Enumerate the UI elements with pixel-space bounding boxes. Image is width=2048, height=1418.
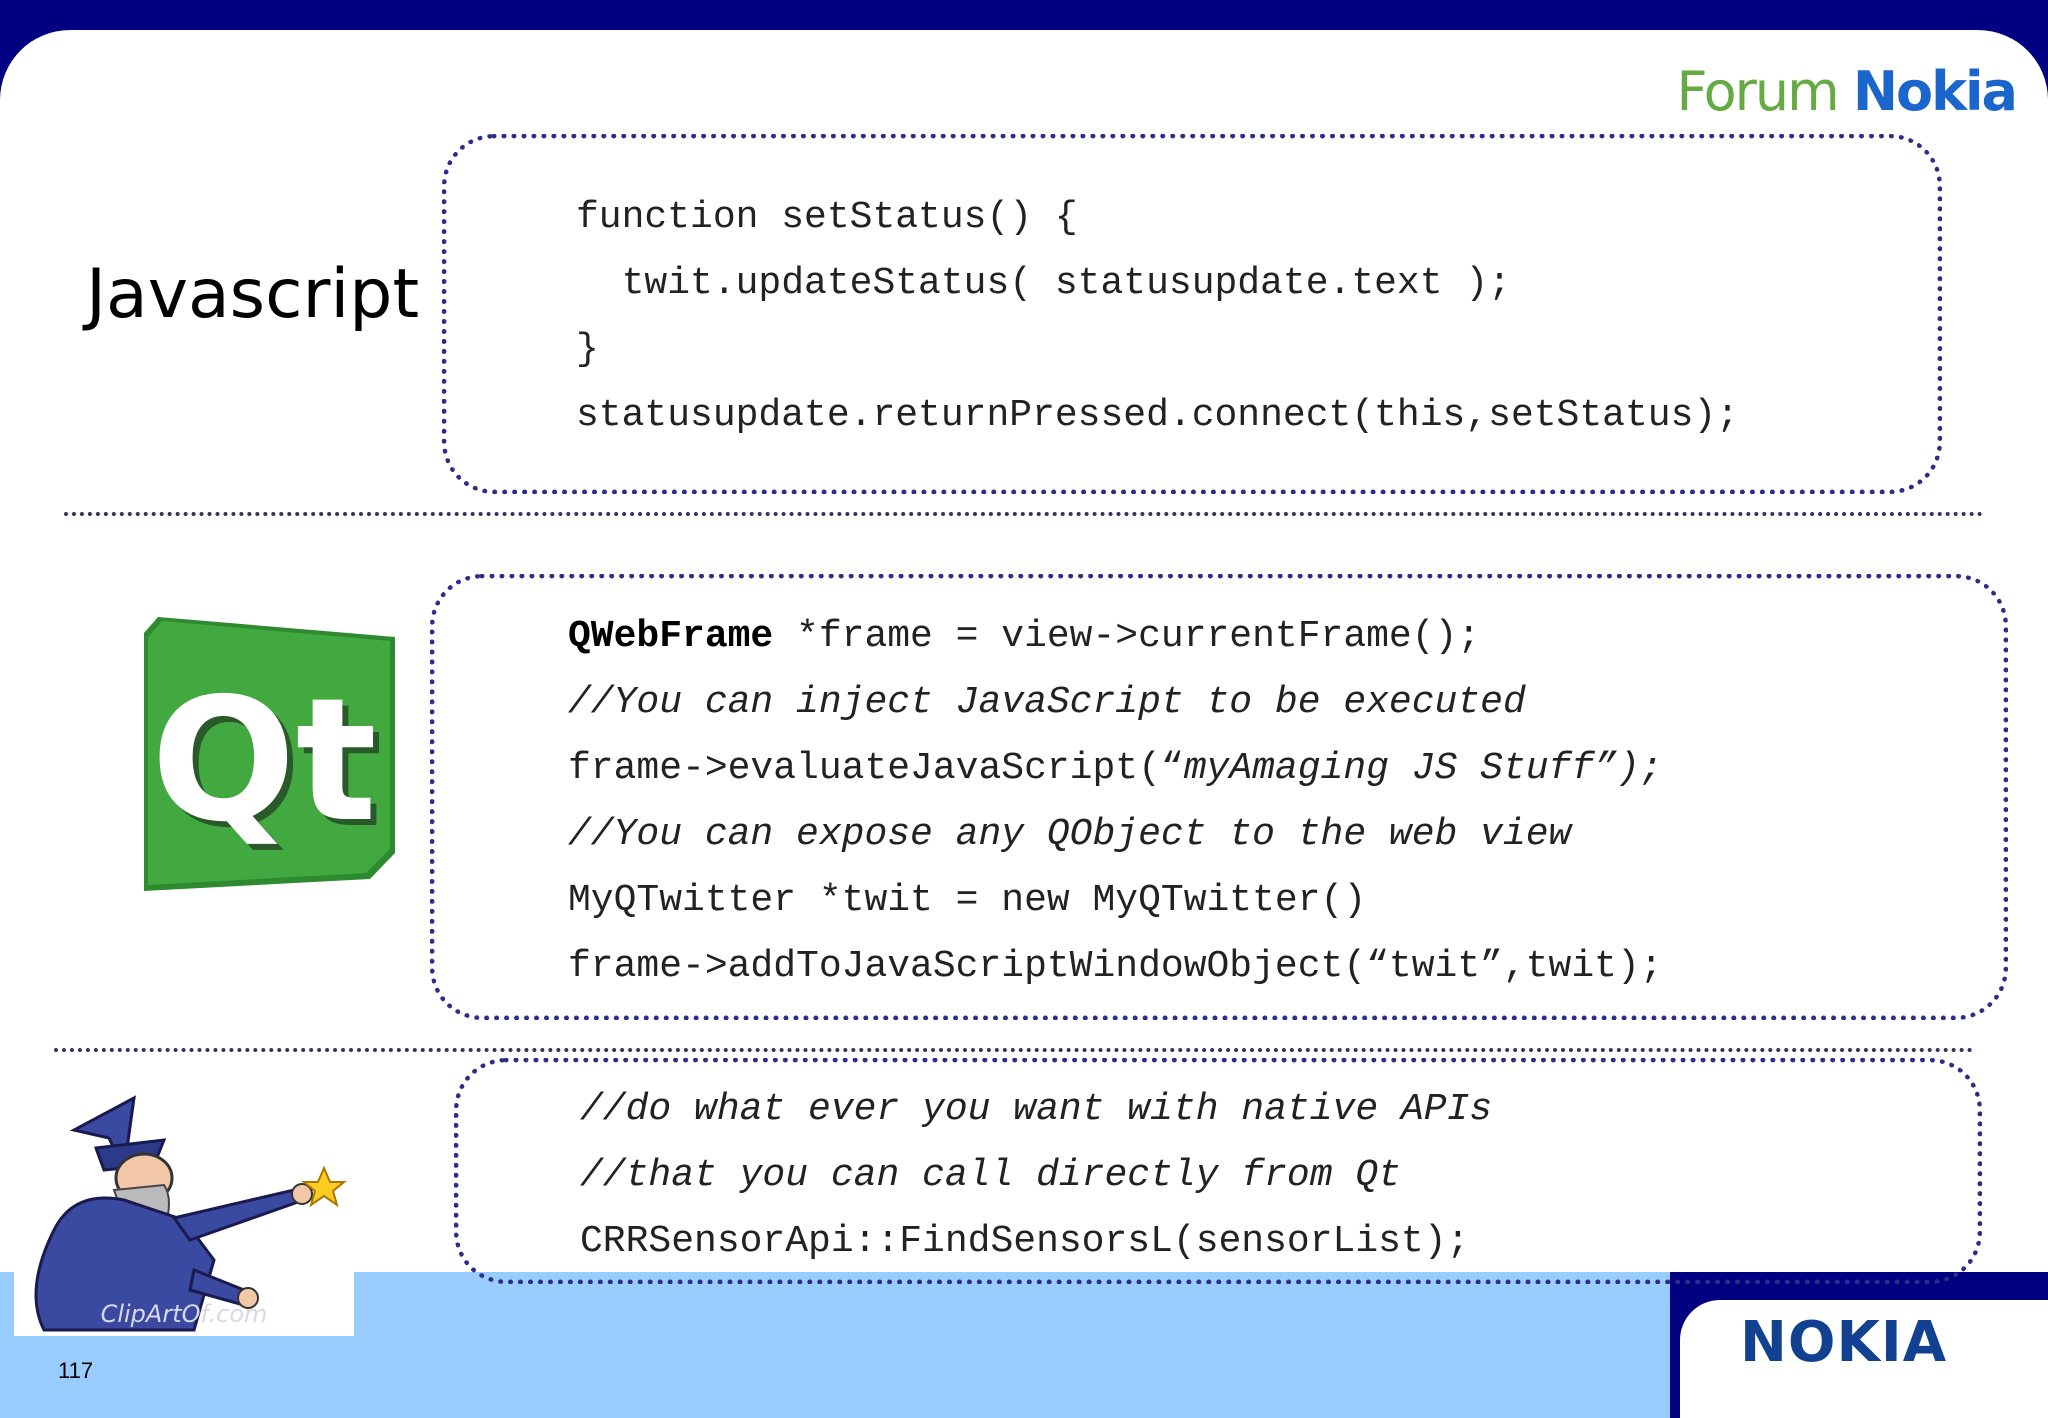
qt-logo-icon: Qt Qt <box>144 617 395 891</box>
qt-code-string: myAmaging JS Stuff”); <box>1183 747 1663 790</box>
native-code-line: CRRSensorApi::FindSensorsL(sensorList); <box>580 1220 1470 1263</box>
qt-logo-text: Qt <box>151 662 377 860</box>
forum-nokia-logo-word: Nokia <box>1852 60 2018 123</box>
native-code-line: //that you can call directly from Qt <box>580 1154 1401 1197</box>
nokia-logo-panel <box>1680 1300 2048 1418</box>
qt-code-line: frame->evaluateJavaScript(“myAmaging JS … <box>568 747 1663 790</box>
qt-code-text: frame->evaluateJavaScript(“ <box>568 747 1184 790</box>
native-code-box <box>454 1058 1982 1284</box>
qt-code-text: frame->addToJavaScriptWindowObject(“twit… <box>568 945 1663 988</box>
javascript-code-line: twit.updateStatus( statusupdate.text ); <box>576 262 1511 305</box>
nokia-logo: NOKIA <box>1740 1310 1948 1375</box>
qt-logo-text-shadow: Qt <box>157 668 383 866</box>
qt-code-comment: //You can expose any QObject to the web … <box>568 813 1572 856</box>
qt-code-line: //You can expose any QObject to the web … <box>568 813 1571 856</box>
qt-code-text: MyQTwitter *twit = new MyQTwitter() <box>568 879 1367 922</box>
qt-code-text: *frame = view->currentFrame(); <box>773 615 1481 658</box>
section-divider <box>54 1048 1974 1052</box>
javascript-code-line: } <box>576 328 599 371</box>
page-number: 117 <box>58 1358 94 1383</box>
forum-nokia-logo: Forum Nokia <box>1676 60 2018 123</box>
qt-code-line: frame->addToJavaScriptWindowObject(“twit… <box>568 945 1663 988</box>
native-code-comment: //do what ever you want with native APIs <box>580 1088 1493 1131</box>
wizard-clipart-icon: ClipArtOf.com <box>14 1090 354 1336</box>
section-divider <box>64 512 1984 516</box>
native-code-line: //do what ever you want with native APIs <box>580 1088 1492 1131</box>
qt-code-box <box>430 574 2008 1020</box>
javascript-code-line: function setStatus() { <box>576 196 1078 239</box>
qt-code-comment: //You can inject JavaScript to be execut… <box>568 681 1526 724</box>
forum-logo-word: Forum <box>1676 60 1839 123</box>
qt-class-name: QWebFrame <box>568 615 774 658</box>
section-title-javascript: Javascript <box>86 255 420 334</box>
clipart-watermark: ClipArtOf.com <box>101 1300 268 1328</box>
qt-code-line: QWebFrame *frame = view->currentFrame(); <box>568 615 1480 658</box>
qt-code-line: MyQTwitter *twit = new MyQTwitter() <box>568 879 1366 922</box>
javascript-code-box <box>442 134 1942 494</box>
qt-code-line: //You can inject JavaScript to be execut… <box>568 681 1526 724</box>
javascript-code-line: statusupdate.returnPressed.connect(this,… <box>576 394 1739 437</box>
native-code-comment: //that you can call directly from Qt <box>580 1154 1401 1197</box>
